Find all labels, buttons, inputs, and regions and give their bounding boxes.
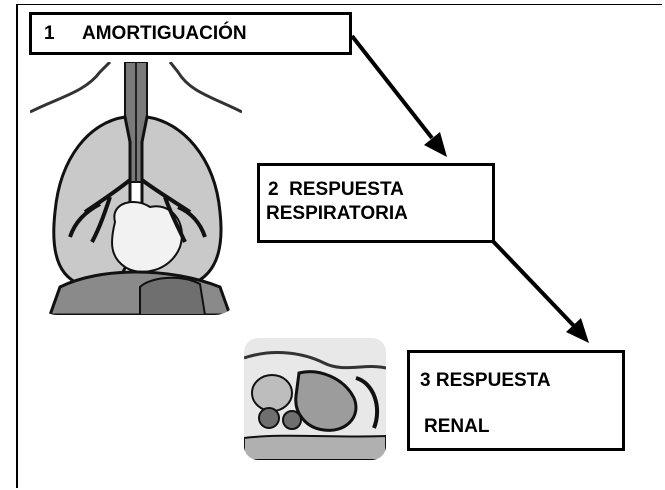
arrowhead-step3 — [566, 318, 589, 343]
diagram-frame — [16, 4, 662, 488]
step-3-label-line1: RESPUESTA — [435, 370, 551, 391]
step-1-label: AMORTIGUACIÓN — [82, 23, 247, 44]
step-2-box: 2 RESPUESTA RESPIRATORIA — [257, 163, 495, 243]
step-1-box: 1 AMORTIGUACIÓN — [29, 12, 352, 55]
step-3-box: 3 RESPUESTA RENAL — [407, 350, 625, 451]
lungs-illustration — [30, 62, 242, 315]
step-3-label-line2: RENAL — [424, 416, 490, 437]
arrow-step1-to-step2 — [350, 34, 434, 140]
arrow-step2-to-step3 — [486, 234, 576, 328]
step-2-number: 2 — [268, 179, 279, 200]
step-1-number: 1 — [44, 23, 55, 44]
step-2-label-line2: RESPIRATORIA — [266, 203, 408, 224]
abdomen-kidney-illustration — [244, 338, 386, 460]
arrowhead-step2 — [424, 132, 447, 157]
step-3-number: 3 — [420, 370, 431, 391]
step-2-label-line1: RESPUESTA — [289, 179, 404, 200]
